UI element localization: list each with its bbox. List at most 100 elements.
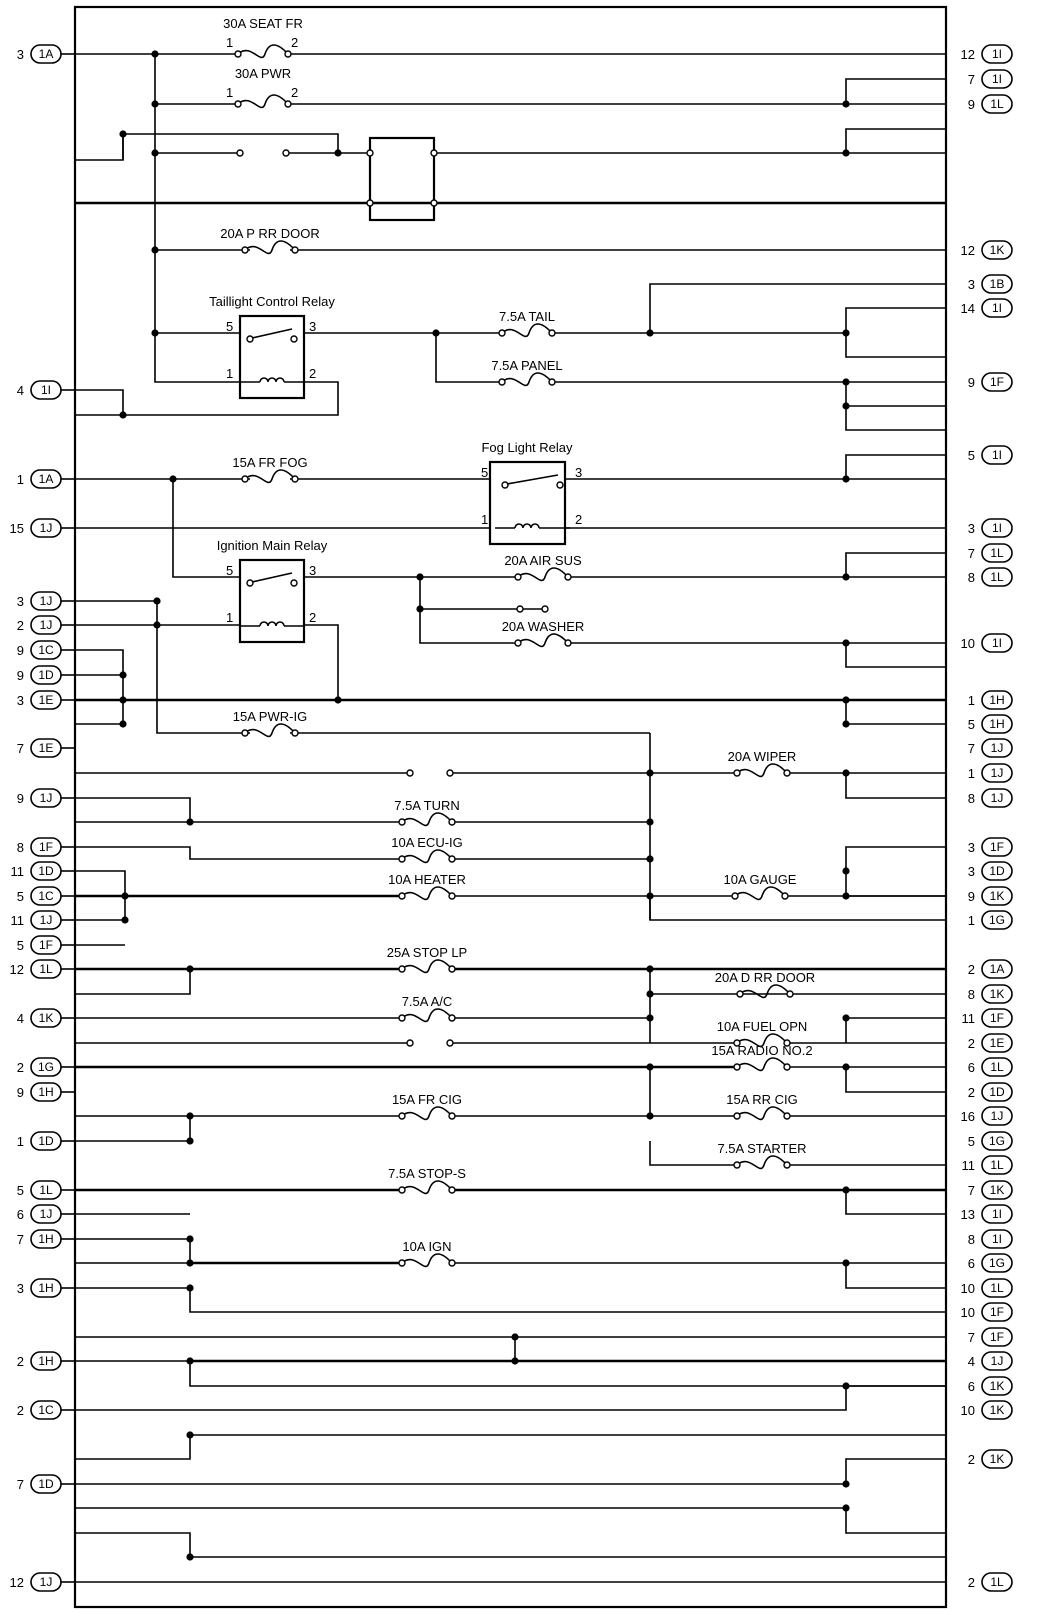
right-connector-id: 1I <box>992 72 1002 86</box>
fuse-symbol <box>517 567 569 582</box>
left-connector-pin: 2 <box>17 1403 24 1418</box>
right-connector-id: 1E <box>990 1036 1005 1050</box>
junction-dot <box>646 1014 654 1022</box>
fuse-label: 10A FUEL OPN <box>717 1019 808 1034</box>
right-connector-badge <box>981 1572 1013 1592</box>
right-connector-badge <box>981 1155 1013 1175</box>
right-connector-id: 1I <box>992 47 1002 61</box>
right-connector-badge <box>981 1204 1013 1224</box>
fuse-pin-label: 2 <box>291 35 298 50</box>
junction-dot <box>151 50 159 58</box>
right-connector-pin: 11 <box>962 1011 976 1026</box>
left-connector-pin: 15 <box>10 521 24 536</box>
open-terminal <box>541 605 549 613</box>
fuse-symbol <box>736 1057 788 1072</box>
fuse-terminal <box>448 965 456 973</box>
fuse-symbol <box>244 723 296 738</box>
left-connector-id: 1D <box>38 864 54 878</box>
right-connector-id: 1J <box>991 766 1004 780</box>
right-connector-id: 1B <box>990 277 1005 291</box>
relay-contact <box>246 335 254 343</box>
junction-dot <box>334 696 342 704</box>
junction-dot <box>432 329 440 337</box>
fuse-terminal <box>736 990 744 998</box>
junction-dot <box>842 1382 850 1390</box>
relay-pin-label: 2 <box>575 512 582 527</box>
left-connector-pin: 7 <box>17 1232 24 1247</box>
right-connector-id: 1H <box>989 717 1004 731</box>
open-terminal <box>406 1039 414 1047</box>
right-connector-badge <box>981 1351 1013 1371</box>
fuse-terminal <box>448 1186 456 1194</box>
right-connector-pin: 2 <box>968 1085 975 1100</box>
fuse-label: 7.5A A/C <box>402 994 453 1009</box>
junction-dot <box>842 639 850 647</box>
right-connector-id: 1I <box>992 1207 1002 1221</box>
right-connector-id: 1K <box>990 1403 1005 1417</box>
right-connector-id: 1L <box>990 546 1004 560</box>
left-connector-pin: 9 <box>17 668 24 683</box>
left-connector-id: 1C <box>38 889 54 903</box>
right-connector-id: 1F <box>990 375 1004 389</box>
right-connector-pin: 2 <box>968 1036 975 1051</box>
right-connector-badge <box>981 1106 1013 1126</box>
right-connector-pin: 7 <box>968 1183 975 1198</box>
fuse-symbol <box>736 1033 788 1048</box>
left-connector-pin: 9 <box>17 791 24 806</box>
fuse-symbol <box>401 1180 453 1195</box>
relay-pin-label: 5 <box>226 563 233 578</box>
right-connector-pin: 4 <box>968 1354 975 1369</box>
fuse-label: 7.5A STARTER <box>717 1141 806 1156</box>
fuse-terminal <box>398 1112 406 1120</box>
junction-dot <box>646 990 654 998</box>
junction-dot <box>119 696 127 704</box>
fuse-label: 15A PWR-IG <box>233 709 307 724</box>
right-connector-pin: 12 <box>961 47 975 62</box>
right-connector-pin: 3 <box>968 521 975 536</box>
junction-dot <box>646 1063 654 1071</box>
left-connector-id: 1F <box>39 938 53 952</box>
right-connector-id: 1G <box>989 1256 1005 1270</box>
right-connector-pin: 3 <box>968 864 975 879</box>
left-connector-id: 1H <box>38 1085 53 1099</box>
right-connector: 2 1E <box>968 1033 1013 1053</box>
fuse-terminal <box>783 1161 791 1169</box>
junction-dot <box>334 149 342 157</box>
right-connector-pin: 16 <box>961 1109 975 1124</box>
open-terminal <box>366 199 374 207</box>
relay-pin-label: 5 <box>226 319 233 334</box>
fuse-terminal <box>284 50 292 58</box>
left-connector-id: 1C <box>38 1403 54 1417</box>
right-connector-badge <box>981 1400 1013 1420</box>
right-connector-badge <box>981 1008 1013 1028</box>
junction-dot <box>416 573 424 581</box>
fuse-terminal <box>564 573 572 581</box>
junction-dot <box>186 1553 194 1561</box>
right-connector-id: 1G <box>989 913 1005 927</box>
left-connector-pin: 2 <box>17 1354 24 1369</box>
junction-dot <box>842 1063 850 1071</box>
relay-label: Ignition Main Relay <box>217 538 328 553</box>
junction-dot <box>186 1112 194 1120</box>
left-connector-id: 1J <box>40 1207 53 1221</box>
right-connector-pin: 5 <box>968 1134 975 1149</box>
relay-pin-label: 3 <box>575 465 582 480</box>
junction-dot <box>842 720 850 728</box>
junction-dot <box>842 402 850 410</box>
